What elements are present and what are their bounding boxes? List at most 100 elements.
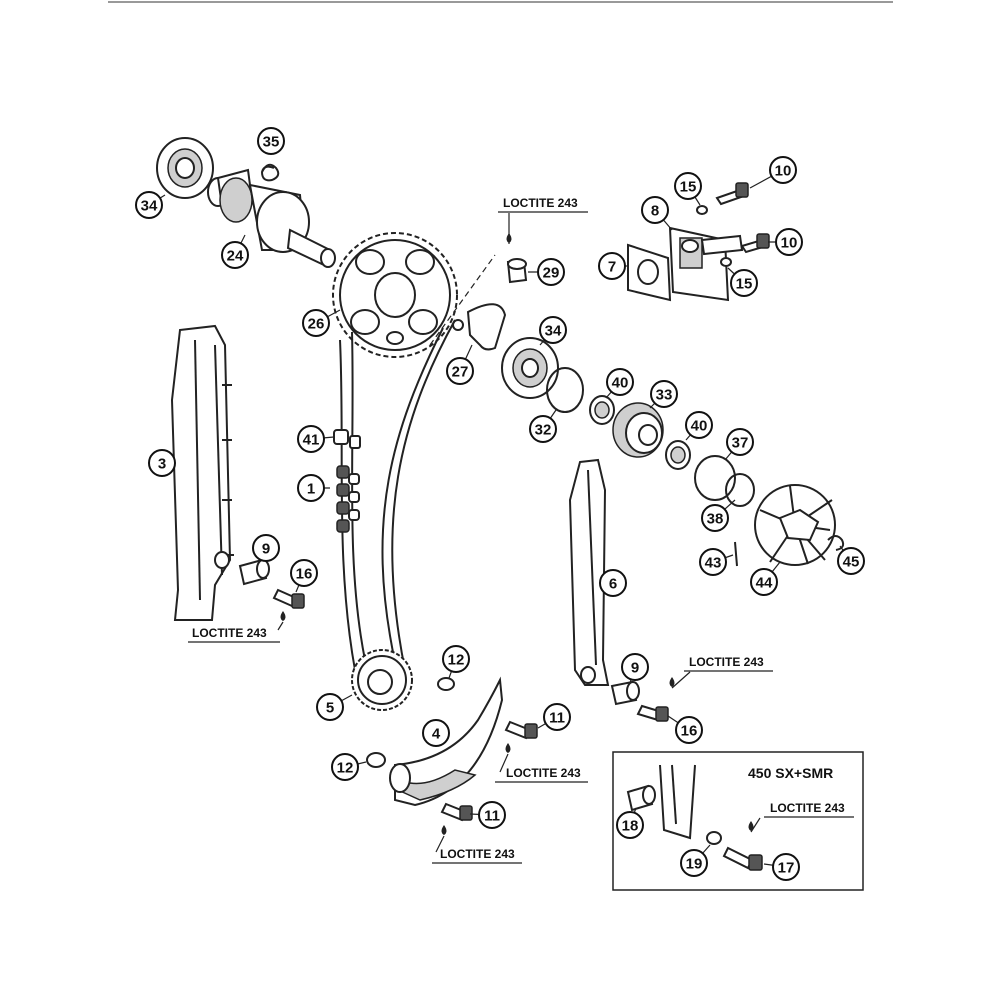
callout-4: 4 (422, 719, 450, 747)
callout-number: 7 (608, 259, 616, 276)
callout-44: 44 (750, 561, 781, 596)
callout-circle (543, 703, 571, 731)
camshaft-24 (207, 168, 336, 268)
callout-number: 41 (303, 432, 320, 449)
callout-number: 44 (756, 575, 773, 592)
callout-number: 26 (308, 316, 325, 333)
callout-circle (606, 368, 634, 396)
callout-number: 16 (681, 723, 698, 740)
bolt-17 (722, 846, 763, 871)
callout-circle (316, 693, 344, 721)
callout-circle (750, 568, 778, 596)
guide-rail-3 (170, 324, 234, 621)
oring-37 (694, 455, 736, 501)
callout-5: 5 (316, 693, 353, 721)
callout-9: 9 (621, 653, 649, 684)
callout-11: 11 (537, 703, 571, 731)
callout-number: 38 (707, 511, 724, 528)
callout-number: 40 (691, 418, 708, 435)
callout-number: 1 (307, 481, 315, 498)
callout-number: 9 (262, 541, 270, 558)
bolt-16-left (272, 588, 305, 609)
bushing-12-upper (437, 677, 455, 691)
callout-circle (772, 853, 800, 881)
callout-32: 32 (529, 409, 557, 443)
oring-32 (546, 367, 584, 413)
variant-box: 450 SX+SMR (612, 751, 864, 891)
callout-circle (621, 653, 649, 681)
loctite-drop-icon (441, 825, 447, 835)
callout-number: 11 (484, 808, 500, 825)
callout-16: 16 (290, 559, 318, 593)
loctite-label: LOCTITE 243 (506, 766, 581, 780)
callout-circle (726, 428, 754, 456)
tensioner-8 (668, 226, 744, 302)
callout-circle (252, 534, 280, 562)
callout-circle (529, 415, 557, 443)
callout-circle (837, 547, 865, 575)
callout-circle (257, 127, 285, 155)
callout-33: 33 (649, 380, 678, 409)
oring-38 (725, 473, 755, 507)
callout-number: 45 (843, 554, 860, 571)
seal-40-b (665, 440, 691, 470)
callout-circle (478, 801, 506, 829)
circlip-45 (827, 535, 845, 551)
callout-number: 4 (432, 726, 441, 743)
variant-box-label: 450 SX+SMR (748, 765, 833, 781)
spring-35 (260, 163, 280, 182)
callout-circle (422, 719, 450, 747)
callout-7: 7 (598, 252, 628, 280)
callout-12: 12 (442, 645, 470, 679)
callout-circle (331, 753, 359, 781)
callout-circle (641, 196, 669, 224)
callout-6: 6 (599, 569, 627, 597)
impeller-44 (754, 484, 836, 566)
loctite-pointer (499, 753, 509, 773)
callout-circle (599, 569, 627, 597)
loctite-pointer (435, 835, 445, 853)
callout-circle (769, 156, 797, 184)
callout-45: 45 (837, 545, 865, 575)
callout-circle (446, 357, 474, 385)
washer-15-upper (696, 205, 708, 215)
callout-circle (675, 716, 703, 744)
chain-guide-4 (389, 676, 504, 807)
callout-27: 27 (446, 344, 474, 385)
callout-15: 15 (674, 172, 702, 206)
callout-number: 10 (775, 163, 792, 180)
chain-section-1 (336, 465, 360, 533)
crank-sprocket-5 (351, 649, 413, 711)
callout-number: 29 (543, 265, 560, 282)
callout-35: 35 (257, 127, 285, 155)
callout-number: 27 (452, 364, 469, 381)
callout-number: 32 (535, 422, 552, 439)
loctite-pointer (750, 817, 761, 833)
callout-37: 37 (724, 428, 754, 461)
callout-16: 16 (667, 715, 703, 744)
decompressor-27 (452, 303, 507, 351)
callout-number: 12 (448, 652, 465, 669)
washer-15-lower (720, 257, 732, 267)
callout-10: 10 (749, 156, 797, 189)
callout-number: 18 (622, 818, 639, 835)
dash-link-29 (429, 254, 496, 346)
bushing-9-left (238, 558, 270, 586)
callout-number: 10 (781, 235, 798, 252)
loctite-label: LOCTITE 243 (503, 196, 578, 210)
pin-43 (734, 541, 738, 567)
loctite-note: LOCTITE 243 (498, 196, 588, 244)
callout-number: 5 (326, 700, 334, 717)
callout-circle (148, 449, 176, 477)
callout-number: 16 (296, 566, 313, 583)
callout-number: 40 (612, 375, 629, 392)
callout-number: 3 (158, 456, 166, 473)
callout-number: 37 (732, 435, 749, 452)
bolt-11-upper (504, 720, 538, 740)
callout-circle (775, 228, 803, 256)
gasket-7 (627, 243, 672, 302)
loctite-note: LOCTITE 243 (748, 801, 854, 833)
seal-40-a (589, 395, 615, 425)
bushing-12-lower (366, 752, 386, 768)
